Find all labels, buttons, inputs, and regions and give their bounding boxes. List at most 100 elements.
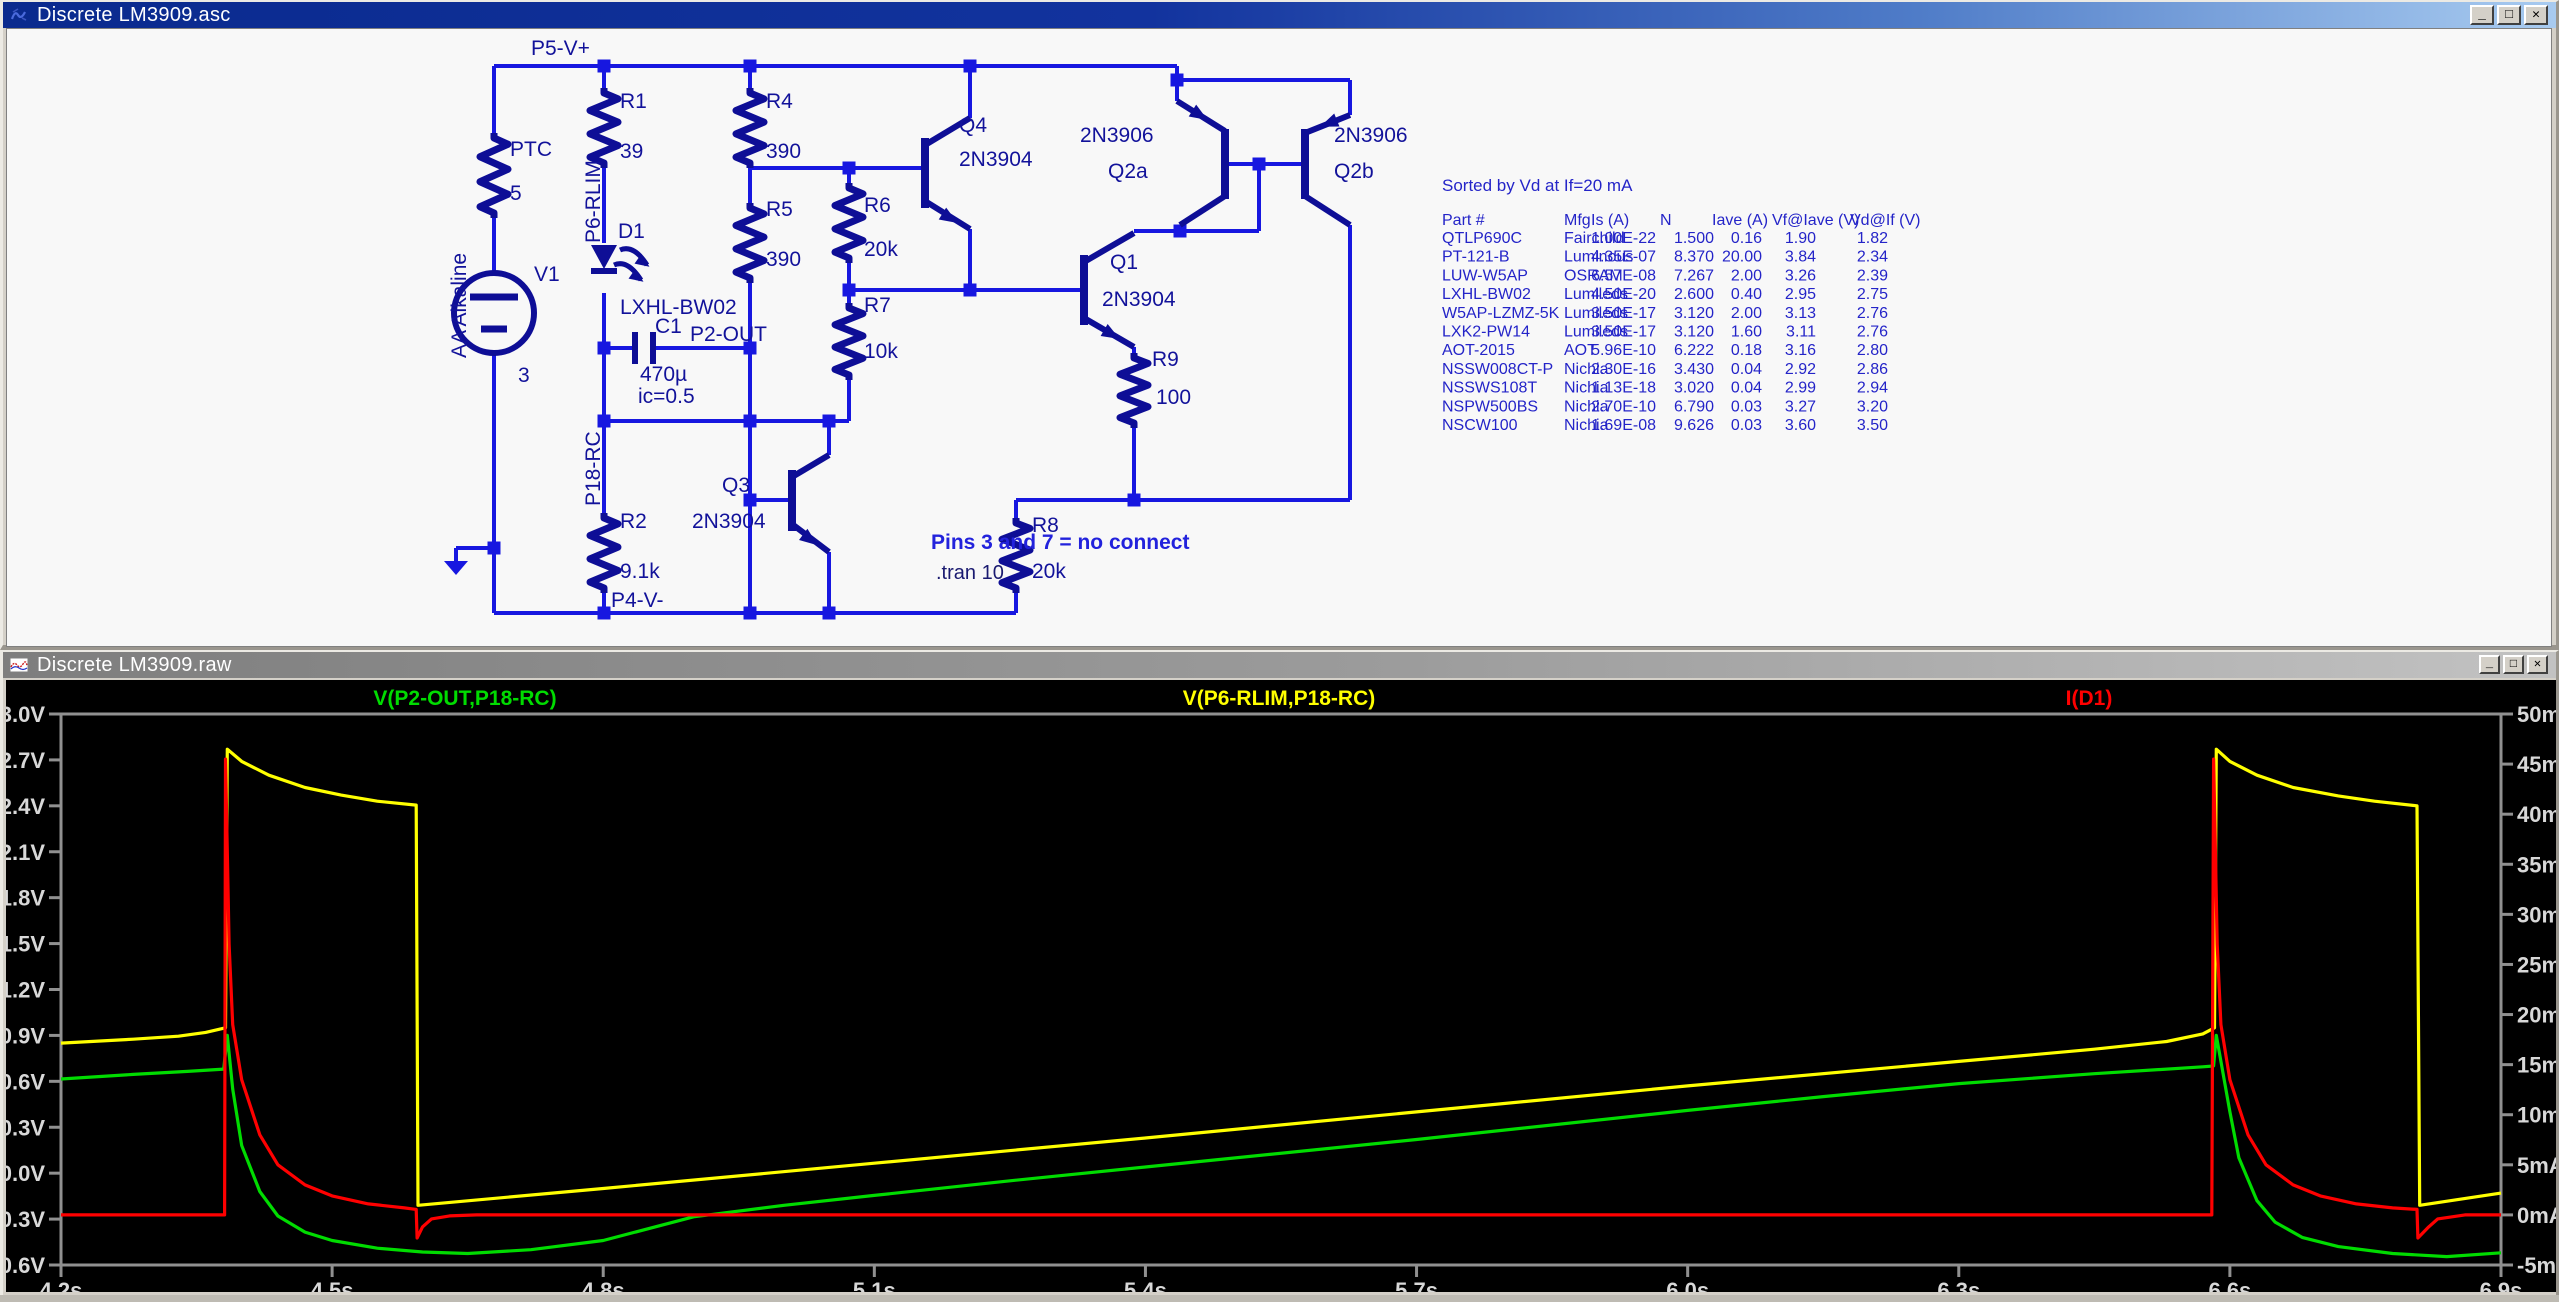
comp-label[interactable]: ic=0.5 bbox=[638, 385, 695, 408]
resistor-R7[interactable] bbox=[831, 303, 867, 380]
net-label[interactable]: P18-RC bbox=[582, 431, 605, 506]
schematic-canvas[interactable]: P5-V+ P4-V- P2-OUT P6-RLIM P18-RC AA Alkaline… bbox=[6, 28, 2552, 647]
left-axis-label[interactable]: 2.7V bbox=[6, 748, 45, 773]
left-axis-label[interactable]: 0.3V bbox=[6, 1115, 45, 1140]
net-label[interactable]: P5-V+ bbox=[531, 37, 590, 60]
right-axis-label[interactable]: -5mA bbox=[2517, 1253, 2556, 1278]
resistor-R9[interactable] bbox=[1116, 353, 1152, 428]
right-axis-label[interactable]: 45mA bbox=[2517, 752, 2556, 777]
comp-label[interactable]: 20k bbox=[864, 238, 898, 261]
left-axis-label[interactable]: -0.6V bbox=[6, 1253, 45, 1278]
transistor-Q2a[interactable] bbox=[1175, 98, 1229, 228]
comp-label[interactable]: 20k bbox=[1032, 560, 1066, 583]
net-label[interactable]: P6-RLIM bbox=[582, 160, 605, 243]
comp-label[interactable]: 10k bbox=[864, 340, 898, 363]
comp-label[interactable]: LXHL-BW02 bbox=[620, 296, 737, 319]
transistor-Q1[interactable] bbox=[1080, 230, 1136, 350]
comp-label[interactable]: R5 bbox=[766, 198, 793, 221]
left-axis-label[interactable]: 0.0V bbox=[6, 1161, 45, 1186]
right-axis-label[interactable]: 0mA bbox=[2517, 1203, 2556, 1228]
right-axis-label[interactable]: 35mA bbox=[2517, 852, 2556, 877]
capacitor-C1[interactable] bbox=[632, 332, 656, 364]
comp-label[interactable]: 9.1k bbox=[620, 560, 660, 583]
comp-label[interactable]: R6 bbox=[864, 194, 891, 217]
x-axis-label[interactable]: 4.2s bbox=[40, 1278, 83, 1292]
x-axis-label[interactable]: 6.3s bbox=[1937, 1278, 1980, 1292]
transistor-Q2b[interactable] bbox=[1301, 112, 1352, 228]
x-axis-label[interactable]: 5.4s bbox=[1124, 1278, 1167, 1292]
comp-label[interactable]: 5 bbox=[510, 182, 522, 205]
ground-symbol[interactable] bbox=[444, 561, 468, 575]
right-axis-label[interactable]: 25mA bbox=[2517, 952, 2556, 977]
net-label[interactable]: P2-OUT bbox=[690, 323, 767, 346]
comment-label[interactable]: Pins 3 and 7 = no connect bbox=[931, 531, 1189, 554]
left-axis-label[interactable]: 2.1V bbox=[6, 840, 45, 865]
left-axis-label[interactable]: 3.0V bbox=[6, 702, 45, 727]
comp-label[interactable]: 2N3904 bbox=[692, 510, 766, 533]
transistor-Q4[interactable] bbox=[921, 115, 972, 232]
waveform-titlebar[interactable]: Discrete LM3909.raw _ □ ✕ bbox=[3, 652, 2556, 678]
minimize-button[interactable]: _ bbox=[2470, 5, 2494, 25]
comp-label[interactable]: 3 bbox=[518, 364, 530, 387]
comp-label[interactable]: 470µ bbox=[640, 363, 687, 386]
x-axis-label[interactable]: 6.9s bbox=[2480, 1278, 2523, 1292]
schematic-titlebar[interactable]: Discrete LM3909.asc _ □ ✕ bbox=[3, 2, 2556, 28]
x-axis-label[interactable]: 6.6s bbox=[2208, 1278, 2251, 1292]
comp-label[interactable]: R4 bbox=[766, 90, 793, 113]
comp-label[interactable]: 390 bbox=[766, 248, 801, 271]
left-axis-label[interactable]: 0.9V bbox=[6, 1023, 45, 1048]
resistor-R1[interactable] bbox=[586, 88, 622, 168]
resistor-R5[interactable] bbox=[732, 203, 768, 283]
comp-label[interactable]: Q1 bbox=[1110, 251, 1138, 274]
comp-label[interactable]: 2N3904 bbox=[1102, 288, 1176, 311]
resistor-R2[interactable] bbox=[586, 513, 622, 593]
right-axis-label[interactable]: 10mA bbox=[2517, 1103, 2556, 1128]
comp-label[interactable]: PTC bbox=[510, 138, 552, 161]
comp-label[interactable]: R1 bbox=[620, 90, 647, 113]
resistor-R6[interactable] bbox=[831, 183, 867, 263]
close-button[interactable]: ✕ bbox=[2527, 655, 2548, 674]
comp-label[interactable]: 2N3906 bbox=[1334, 124, 1408, 147]
comp-label[interactable]: C1 bbox=[655, 315, 682, 338]
left-axis-label[interactable]: 0.6V bbox=[6, 1069, 45, 1094]
maximize-button[interactable]: □ bbox=[2497, 5, 2521, 25]
net-label[interactable]: AA Alkaline bbox=[448, 253, 471, 358]
left-axis-label[interactable]: 1.5V bbox=[6, 932, 45, 957]
comp-label[interactable]: Q3 bbox=[722, 474, 750, 497]
right-axis-label[interactable]: 40mA bbox=[2517, 802, 2556, 827]
transistor-Q3[interactable] bbox=[788, 452, 831, 555]
comp-label[interactable]: R8 bbox=[1032, 514, 1059, 537]
comp-label[interactable]: 100 bbox=[1156, 386, 1191, 409]
x-axis-label[interactable]: 4.8s bbox=[582, 1278, 625, 1292]
right-axis-label[interactable]: 5mA bbox=[2517, 1153, 2556, 1178]
left-axis-label[interactable]: 1.2V bbox=[6, 978, 45, 1003]
trace-label[interactable]: V(P6-RLIM,P18-RC) bbox=[1183, 687, 1376, 710]
comp-label[interactable]: Q2b bbox=[1334, 160, 1374, 183]
x-axis-label[interactable]: 5.1s bbox=[853, 1278, 896, 1292]
comp-label[interactable]: Q2a bbox=[1108, 160, 1148, 183]
right-axis-label[interactable]: 15mA bbox=[2517, 1053, 2556, 1078]
left-axis-label[interactable]: -0.3V bbox=[6, 1207, 45, 1232]
comp-label[interactable]: R2 bbox=[620, 510, 647, 533]
voltage-source-V1[interactable] bbox=[451, 270, 537, 356]
waveform-plot-area[interactable]: 3.0V2.7V2.4V2.1V1.8V1.5V1.2V0.9V0.6V0.3V… bbox=[6, 680, 2556, 1292]
led-D1[interactable] bbox=[591, 245, 653, 287]
comp-label[interactable]: Q4 bbox=[959, 114, 987, 137]
resistor-R8[interactable] bbox=[998, 518, 1034, 593]
comp-label[interactable]: V1 bbox=[534, 263, 560, 286]
x-axis-label[interactable]: 5.7s bbox=[1395, 1278, 1438, 1292]
comp-label[interactable]: D1 bbox=[618, 220, 645, 243]
maximize-button[interactable]: □ bbox=[2503, 655, 2524, 674]
comp-label[interactable]: 39 bbox=[620, 140, 643, 163]
comp-label[interactable]: R7 bbox=[864, 294, 891, 317]
resistor-PTC[interactable] bbox=[476, 133, 512, 218]
comp-label[interactable]: R9 bbox=[1152, 348, 1179, 371]
net-label[interactable]: P4-V- bbox=[611, 589, 664, 612]
trace-label[interactable]: V(P2-OUT,P18-RC) bbox=[373, 687, 556, 710]
minimize-button[interactable]: _ bbox=[2479, 655, 2500, 674]
trace-label[interactable]: I(D1) bbox=[2066, 687, 2113, 710]
left-axis-label[interactable]: 2.4V bbox=[6, 794, 45, 819]
right-axis-label[interactable]: 30mA bbox=[2517, 902, 2556, 927]
comp-label[interactable]: 2N3904 bbox=[959, 148, 1033, 171]
